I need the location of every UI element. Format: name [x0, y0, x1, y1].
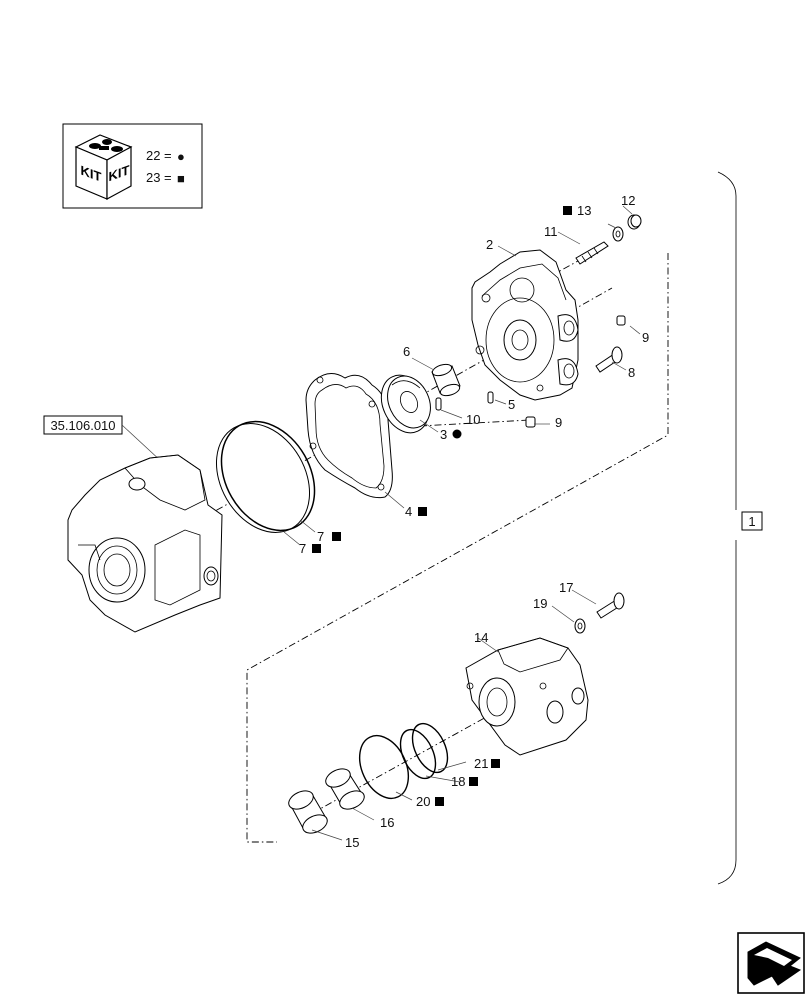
pin-axis-line	[419, 419, 531, 427]
kit-legend: KIT KIT 22 = ● 23 = ■	[62, 123, 203, 209]
callout-18: 18	[451, 774, 465, 789]
plug-9-lower	[525, 416, 536, 428]
callout-16: 16	[380, 815, 394, 830]
kit-equals: =	[164, 170, 172, 185]
reference-label: 35.106.010	[50, 418, 115, 433]
callout-14: 14	[474, 630, 488, 645]
bushing-16	[325, 768, 365, 810]
kit-symbol-circle: ●	[177, 149, 185, 164]
marker-circle-3	[452, 429, 462, 439]
marker-square-7-b	[312, 544, 321, 553]
wear-plate-3	[380, 374, 431, 434]
callout-9-lower: 9	[555, 415, 562, 430]
pump-cover-2	[471, 249, 579, 401]
kit-box-icon: KIT KIT	[74, 134, 133, 201]
marker-square-21	[491, 759, 500, 768]
callout-19: 19	[533, 596, 547, 611]
callout-12: 12	[621, 193, 635, 208]
callout-7-a: 7	[317, 529, 324, 544]
o-ring-20	[358, 734, 410, 800]
assembly-bracket: 1	[717, 171, 763, 885]
callout-13: 13	[577, 203, 591, 218]
plug-9-upper	[616, 315, 626, 326]
kit-number: 23	[146, 170, 160, 185]
next-page-arrow-icon[interactable]	[737, 932, 805, 994]
marker-square-4	[418, 507, 427, 516]
marker-square-20	[435, 797, 444, 806]
gasket-4	[305, 373, 393, 499]
kit-symbol-square: ■	[177, 171, 185, 186]
callout-10: 10	[466, 412, 480, 427]
assembly-boundary-line	[246, 253, 669, 843]
washer-19	[574, 618, 586, 634]
kit-legend-row-22: 22 = ●	[146, 148, 185, 164]
callout-labels: 2 11 13 12 9 8 6 10 3 5 9 4 7 7 14 17 19…	[299, 193, 649, 850]
callout-15: 15	[345, 835, 359, 850]
pump-section-14	[465, 637, 589, 756]
kit-legend-row-23: 23 = ■	[146, 170, 185, 186]
pin-5	[487, 391, 494, 404]
nut-12	[627, 214, 642, 230]
kit-equals: =	[164, 148, 172, 163]
callout-20: 20	[416, 794, 430, 809]
marker-square-13	[563, 206, 572, 215]
bolt-11	[575, 241, 609, 265]
callout-11: 11	[544, 224, 558, 239]
leader-lines	[283, 205, 641, 841]
lower-axis-line	[299, 704, 509, 821]
callout-4: 4	[405, 504, 412, 519]
callout-9-upper: 9	[642, 330, 649, 345]
callout-17: 17	[559, 580, 573, 595]
o-ring-18	[399, 728, 437, 780]
callout-3: 3	[440, 427, 447, 442]
marker-square-18	[469, 777, 478, 786]
assembly-index-label: 1	[748, 514, 755, 529]
callout-21: 21	[474, 756, 488, 771]
callout-8: 8	[628, 365, 635, 380]
bushing-15	[288, 790, 328, 834]
callout-6: 6	[403, 344, 410, 359]
bushing-6	[431, 363, 461, 397]
assembly-index-box	[741, 511, 763, 531]
bolt-8	[595, 346, 623, 373]
pin-10	[435, 397, 442, 411]
callout-2: 2	[486, 237, 493, 252]
callout-7-b: 7	[299, 541, 306, 556]
washer-13	[612, 226, 624, 242]
o-rings-7	[215, 420, 316, 533]
main-housing	[67, 454, 223, 633]
kit-number: 22	[146, 148, 160, 163]
bolt-17	[596, 592, 625, 619]
o-ring-21	[411, 722, 449, 774]
marker-square-7-a	[332, 532, 341, 541]
reference-callout: 35.106.010	[43, 415, 163, 463]
callout-5: 5	[508, 397, 515, 412]
